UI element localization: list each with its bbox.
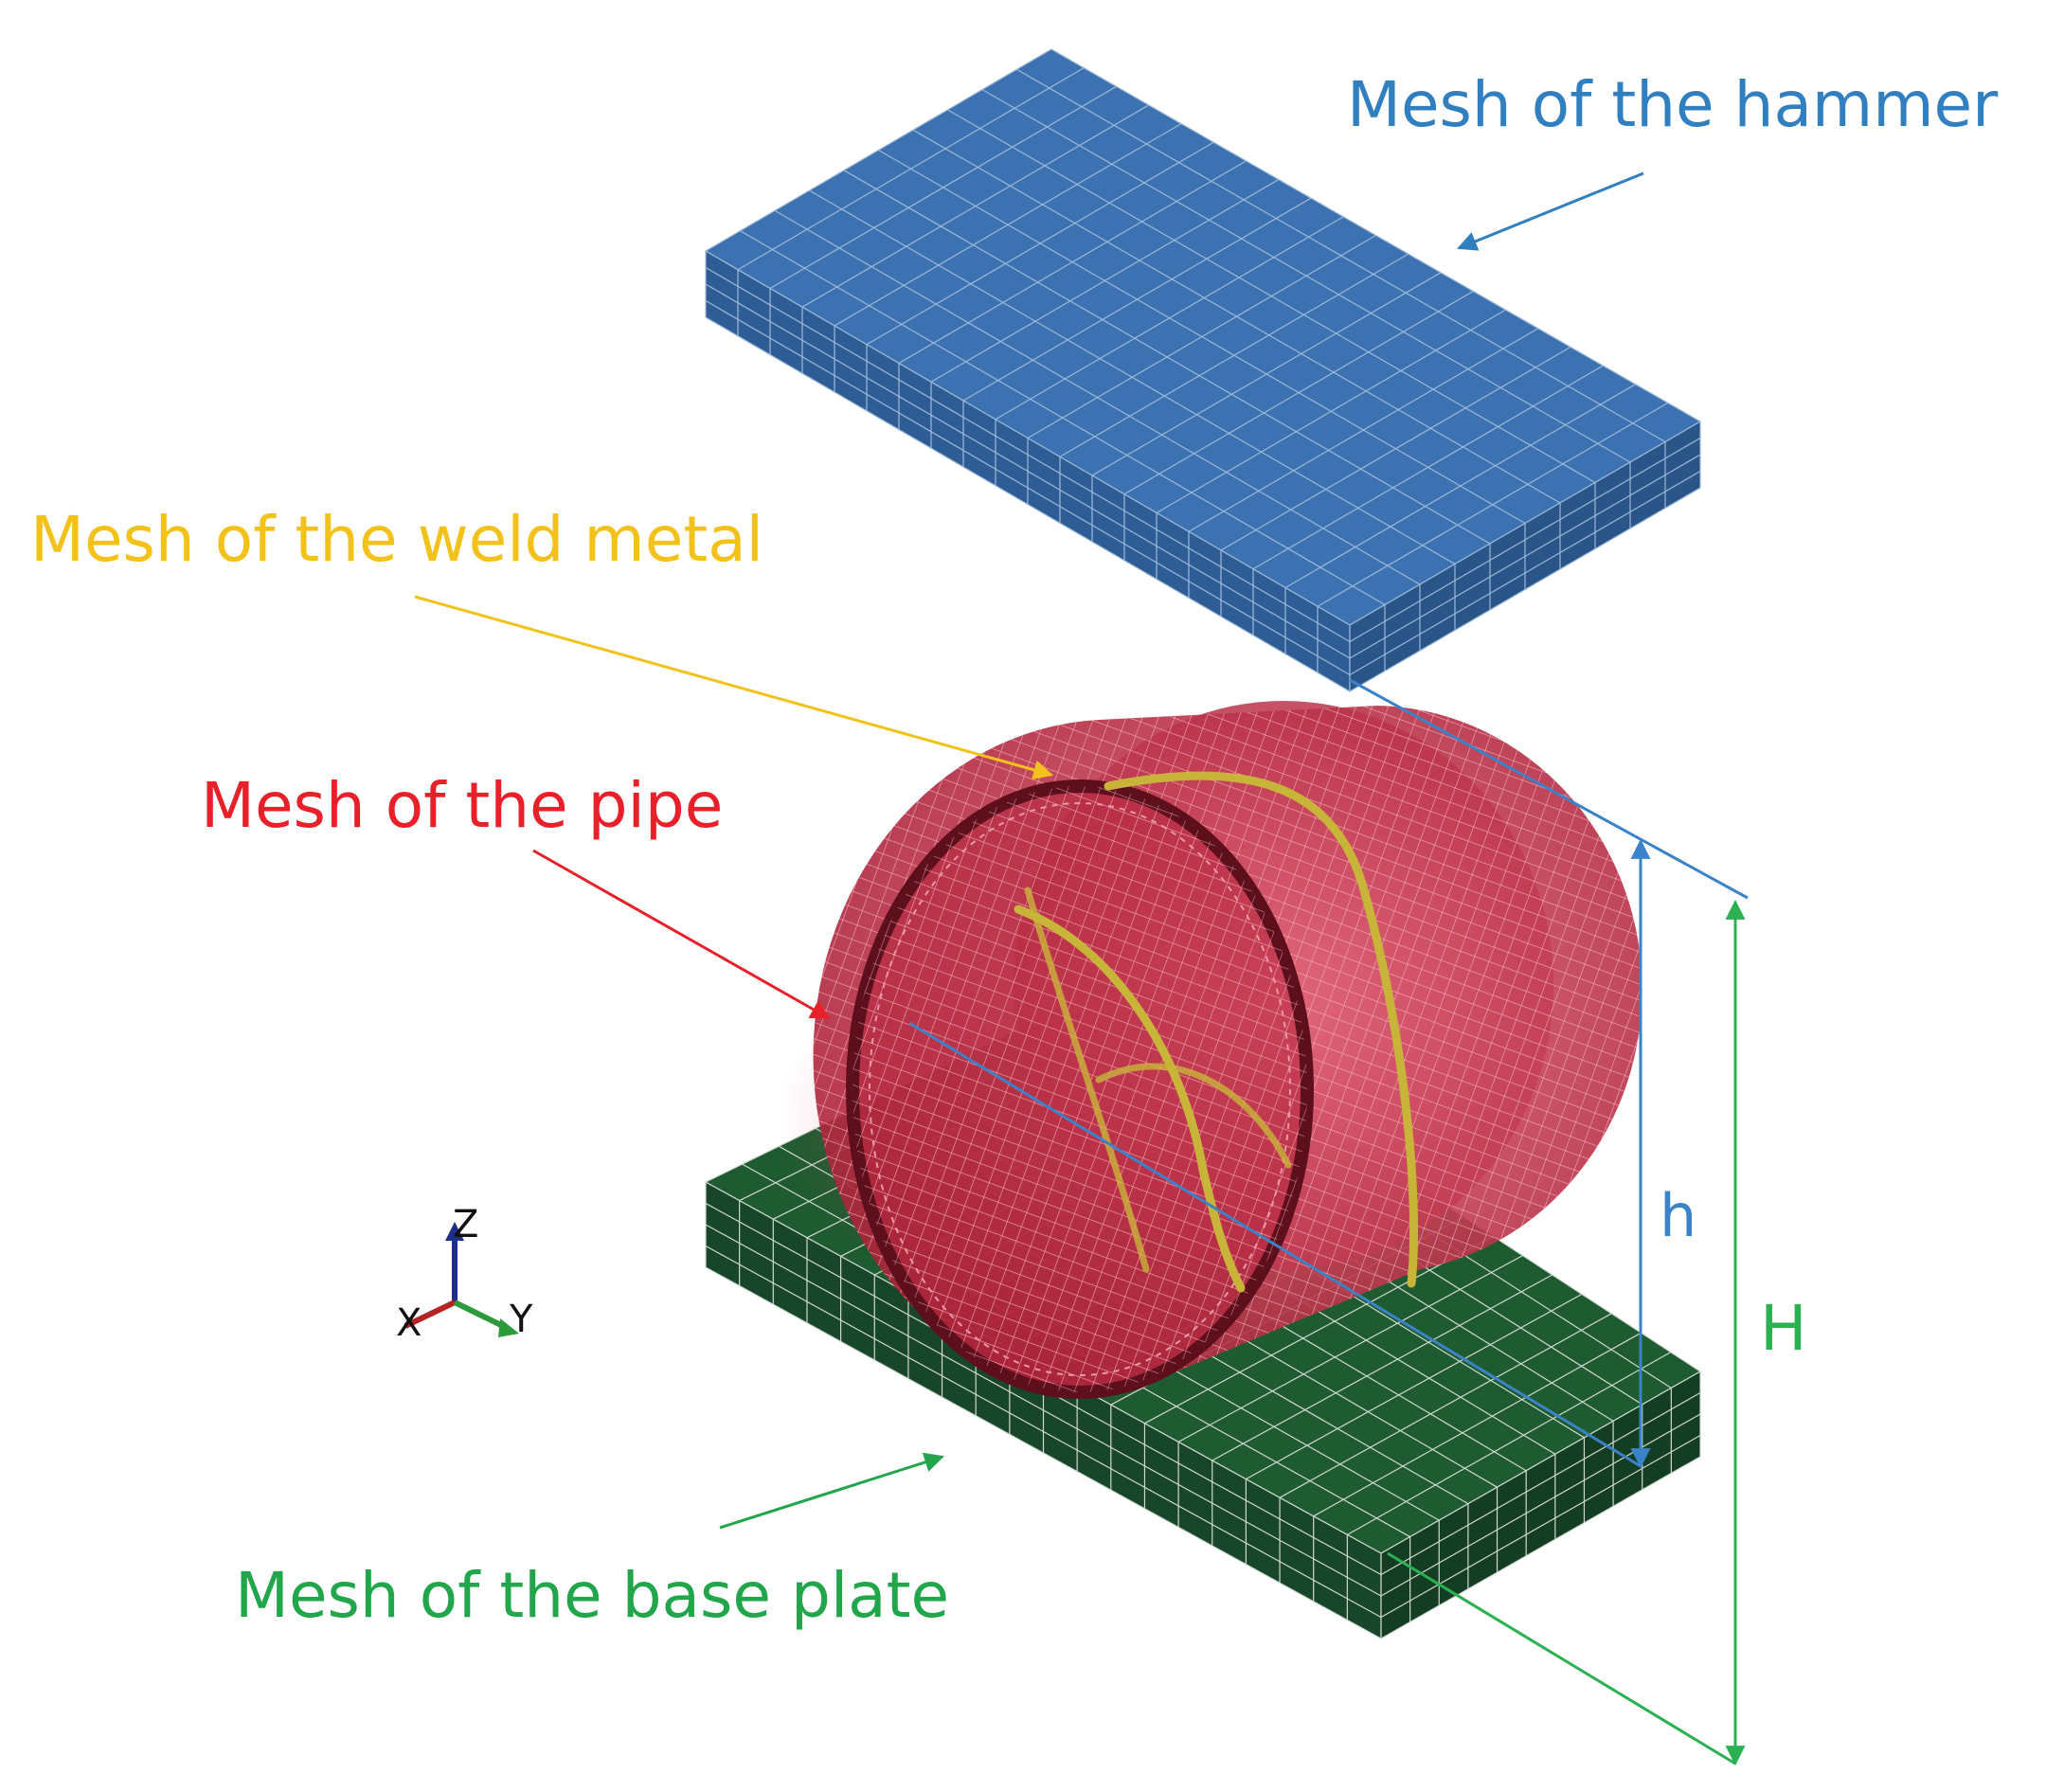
base-grid-line (1211, 1274, 1553, 1461)
base-grid-line (1313, 1332, 1642, 1517)
weld-ring-curve (1095, 1063, 1292, 1169)
base-grid-line (1246, 1293, 1583, 1480)
z-axis-arrowhead (445, 1222, 464, 1241)
hammer-grid-line (809, 189, 1456, 565)
dim-h-label: h (1660, 1181, 1696, 1250)
hammer-mesh (704, 48, 1702, 693)
z-axis-label: Z (453, 1203, 478, 1246)
pipe-mesh (777, 701, 1642, 1399)
hammer-grid-line (740, 230, 1386, 606)
weld-ring-outer (1104, 771, 1419, 1288)
dim-H-label: H (1760, 1292, 1807, 1365)
hammer-grid-line (1016, 68, 1666, 443)
dim-h-extension-bottom (908, 1021, 1642, 1468)
weld-ring-cross (1024, 887, 1150, 1273)
dimension-h: h (908, 678, 1749, 1469)
hammer-grid-line (981, 89, 1631, 463)
base-grid-line (1144, 1235, 1494, 1425)
dim-H-extension-bottom (1387, 1551, 1736, 1765)
dim-h-extension-top (1349, 678, 1749, 900)
coordinate-triad: Z X Y (396, 1203, 533, 1345)
dimension-H: H (1387, 899, 1807, 1766)
weld-metal-mesh (1014, 771, 1419, 1293)
hammer-grid-line (878, 149, 1526, 525)
base-callout-arrow (719, 1452, 945, 1530)
hammer-callout-arrow (1457, 171, 1644, 251)
x-axis-line (404, 1299, 457, 1329)
hammer-grid-lines (705, 67, 1701, 676)
weld-label: Mesh of the weld metal (30, 503, 763, 576)
hammer-grid-line (843, 170, 1491, 545)
pipe-callout-arrow (532, 849, 831, 1020)
hammer-grid-line (947, 109, 1596, 484)
weld-callout-arrow (414, 595, 1054, 780)
hammer-grid-line (774, 209, 1421, 585)
base-grid-line (1347, 1352, 1672, 1535)
hammer-grid-line (912, 129, 1561, 504)
weld-ring-inner (1014, 905, 1246, 1293)
pipe-label: Mesh of the pipe (201, 769, 723, 842)
base-label: Mesh of the base plate (235, 1559, 949, 1632)
y-axis-arrowhead (498, 1318, 519, 1337)
y-axis-label: Y (509, 1298, 533, 1341)
base-grid-line (1279, 1313, 1612, 1498)
y-axis-line (453, 1299, 509, 1331)
base-grid-line (1177, 1255, 1523, 1443)
hammer-label: Mesh of the hammer (1347, 68, 1999, 141)
x-axis-label: X (396, 1301, 422, 1345)
